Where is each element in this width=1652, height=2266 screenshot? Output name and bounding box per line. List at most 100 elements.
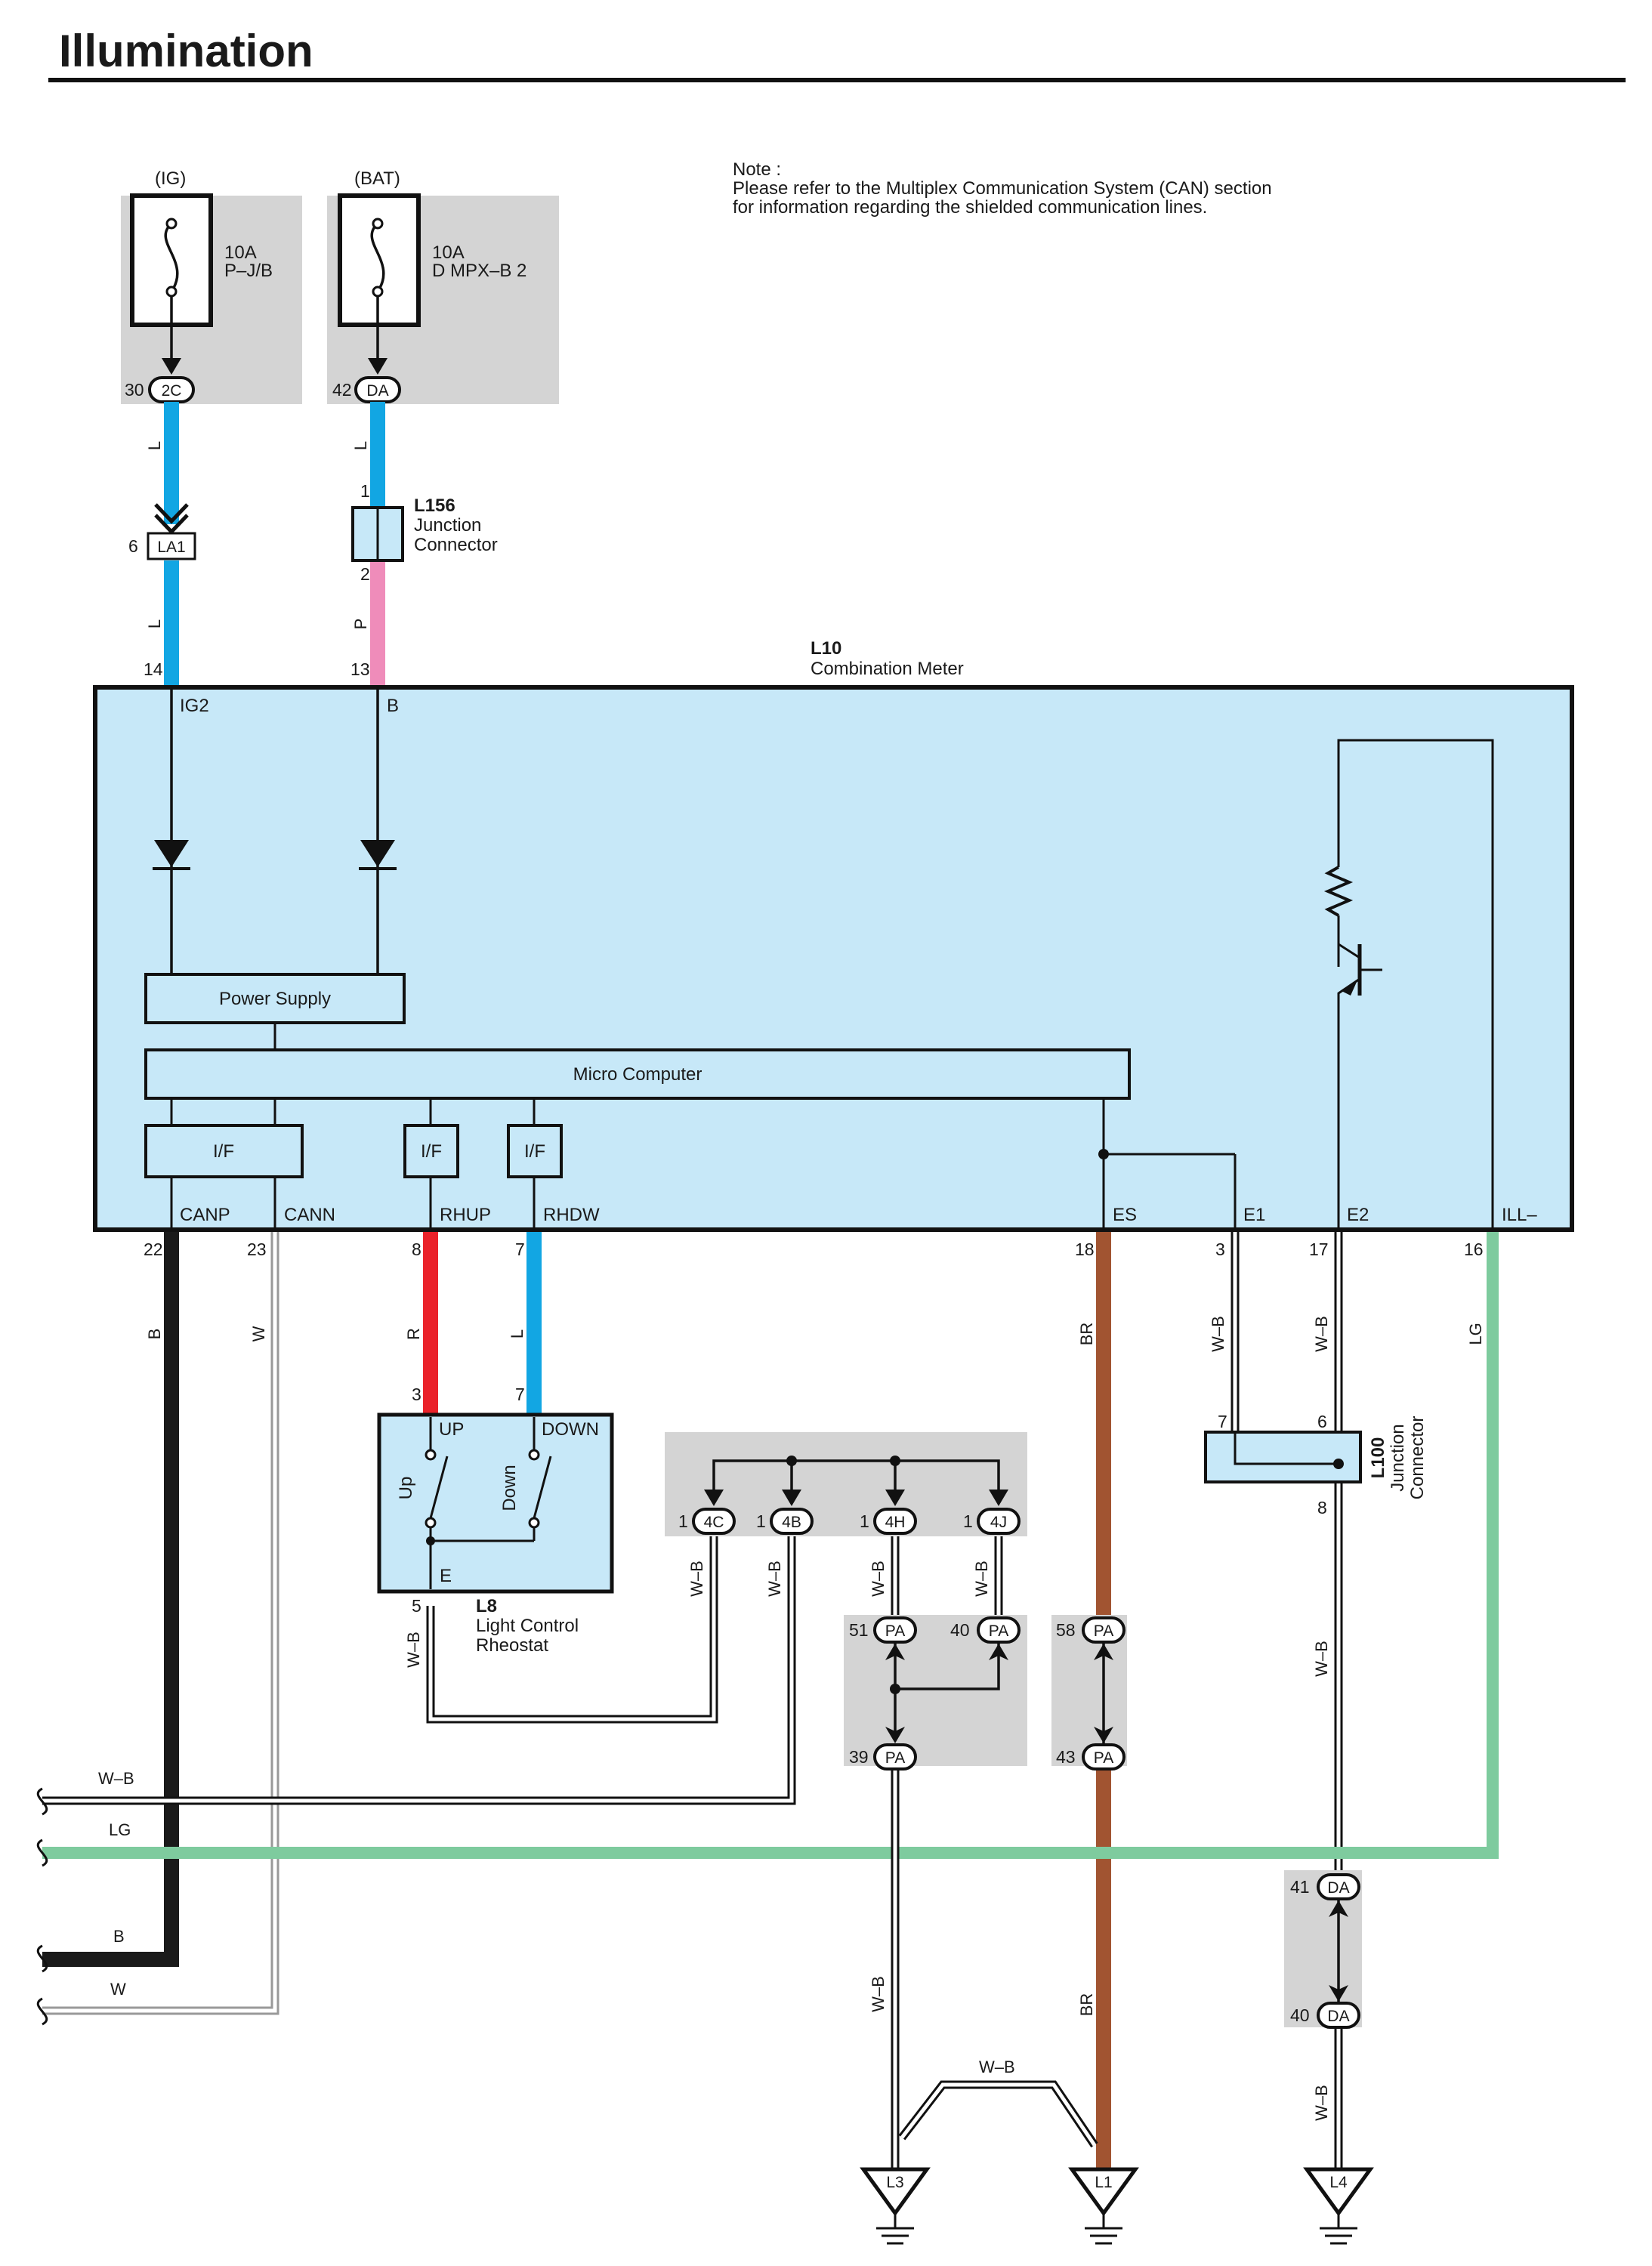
micro-computer-block (144, 1048, 1131, 1100)
svg-text:W–B: W–B (1209, 1316, 1227, 1352)
wire-break-symbols (36, 1787, 48, 2026)
combination-meter: L10 Combination Meter 14 13 IG2 B Power … (93, 638, 1574, 1259)
svg-text:ILL–: ILL– (1502, 1205, 1537, 1225)
svg-text:7: 7 (515, 1240, 525, 1259)
svg-text:3: 3 (412, 1385, 421, 1404)
svg-text:D MPX–B 2: D MPX–B 2 (432, 261, 526, 281)
svg-text:22: 22 (144, 1240, 163, 1259)
connector-4b (770, 1508, 814, 1535)
svg-text:W–B: W–B (765, 1561, 784, 1597)
svg-text:Micro Computer: Micro Computer (573, 1064, 702, 1085)
connector-4c (692, 1508, 736, 1535)
svg-text:7: 7 (515, 1385, 525, 1404)
svg-text:L1: L1 (1095, 2174, 1112, 2191)
power-supply-block (144, 973, 406, 1024)
svg-text:W–B: W–B (869, 1976, 888, 2012)
wire-cann-w: W W (42, 1232, 279, 2015)
connector-la1: LA1 6 (128, 503, 196, 560)
svg-text:7: 7 (1218, 1412, 1227, 1431)
svg-text:CANP: CANP (180, 1205, 230, 1225)
svg-text:W–B: W–B (404, 1632, 423, 1668)
svg-text:Up: Up (396, 1477, 416, 1500)
svg-text:E: E (440, 1566, 452, 1586)
svg-text:W–B: W–B (98, 1769, 134, 1788)
junction-block-4: 4C 1 4B 1 4H 1 4J 1 (665, 1432, 1027, 1536)
svg-text:UP: UP (439, 1419, 464, 1440)
svg-text:L: L (145, 441, 164, 450)
svg-text:L100: L100 (1368, 1437, 1388, 1479)
svg-text:1: 1 (963, 1511, 973, 1531)
svg-text:W: W (249, 1326, 268, 1341)
ground-l3: L3 (860, 2167, 931, 2245)
wire-ig-l: L L (145, 402, 179, 686)
svg-text:L4: L4 (1329, 2174, 1348, 2191)
svg-text:16: 16 (1464, 1240, 1484, 1259)
svg-text:DA: DA (1327, 1879, 1349, 1897)
svg-text:ES: ES (1113, 1205, 1137, 1225)
wire-ground-l3-wb: W–B W–B (869, 1767, 1098, 2169)
svg-text:RHUP: RHUP (440, 1205, 491, 1225)
connector-4h (873, 1508, 917, 1535)
svg-text:2C: 2C (162, 382, 182, 400)
svg-text:1: 1 (860, 1511, 869, 1531)
svg-text:39: 39 (849, 1747, 869, 1767)
svg-text:R: R (404, 1328, 423, 1340)
svg-text:1: 1 (756, 1511, 766, 1531)
svg-text:30: 30 (125, 380, 144, 400)
svg-text:8: 8 (412, 1240, 421, 1259)
note: Note : Please refer to the Multiplex Com… (733, 159, 1272, 218)
wire-es-br: BR BR (1077, 1232, 1111, 2170)
wire-ill-lg: LG LG (42, 1232, 1499, 1859)
svg-text:for information regarding the: for information regarding the shielded c… (733, 197, 1207, 218)
svg-text:(IG): (IG) (155, 168, 186, 189)
svg-text:Down: Down (499, 1465, 520, 1511)
svg-text:Combination Meter: Combination Meter (811, 659, 964, 679)
svg-text:Junction: Junction (414, 515, 481, 536)
svg-text:1: 1 (678, 1511, 688, 1531)
svg-text:L3: L3 (886, 2174, 903, 2191)
pa-connector-group-1: PA 51 PA 40 PA 39 (844, 1615, 1027, 1771)
svg-text:L: L (351, 441, 370, 450)
svg-text:Light Control: Light Control (476, 1616, 579, 1636)
svg-text:4H: 4H (885, 1514, 906, 1531)
svg-text:W–B: W–B (687, 1561, 706, 1597)
wire-e2-wb: W–B W–B W–B 6 8 (1312, 1232, 1343, 2179)
svg-text:1: 1 (360, 481, 370, 501)
wire-bat: L P (351, 402, 385, 686)
fuse-ig: (IG) 10A P–J/B 2C 30 (121, 168, 302, 404)
svg-text:14: 14 (144, 659, 163, 679)
svg-text:W: W (110, 1980, 126, 1999)
fuse-bat: (BAT) 10A D MPX–B 2 DA 42 (327, 168, 559, 404)
page-title: Illumination (59, 26, 313, 76)
svg-text:PA: PA (885, 1749, 905, 1767)
svg-text:4J: 4J (990, 1514, 1007, 1531)
svg-text:IG2: IG2 (180, 696, 209, 716)
svg-text:DA: DA (366, 382, 388, 400)
svg-text:W–B: W–B (972, 1561, 991, 1597)
svg-text:BR: BR (1077, 1323, 1096, 1346)
svg-text:W–B: W–B (869, 1561, 888, 1597)
svg-text:I/F: I/F (213, 1141, 234, 1162)
svg-text:42: 42 (332, 380, 352, 400)
svg-text:E2: E2 (1347, 1205, 1369, 1225)
svg-text:Junction: Junction (1388, 1424, 1408, 1491)
svg-text:58: 58 (1056, 1620, 1076, 1640)
svg-text:PA: PA (1094, 1622, 1113, 1640)
svg-text:(BAT): (BAT) (354, 168, 400, 189)
connector-l100: L100 Junction Connector (1204, 1416, 1428, 1499)
pa-connector-group-2: PA 58 PA 43 (1051, 1615, 1127, 1771)
ground-l1: L1 (1068, 2167, 1139, 2245)
svg-text:RHDW: RHDW (543, 1205, 600, 1225)
svg-text:DOWN: DOWN (542, 1419, 599, 1440)
svg-text:W–B: W–B (1312, 1316, 1331, 1352)
wire-canp-b: B B (42, 1232, 179, 1967)
svg-text:13: 13 (350, 659, 370, 679)
svg-text:I/F: I/F (421, 1141, 442, 1162)
svg-text:6: 6 (128, 536, 138, 556)
svg-text:P–J/B: P–J/B (224, 261, 273, 281)
svg-text:Note :: Note : (733, 159, 781, 180)
svg-text:23: 23 (247, 1240, 267, 1259)
svg-text:P: P (351, 619, 370, 630)
svg-text:Rheostat: Rheostat (476, 1635, 548, 1656)
